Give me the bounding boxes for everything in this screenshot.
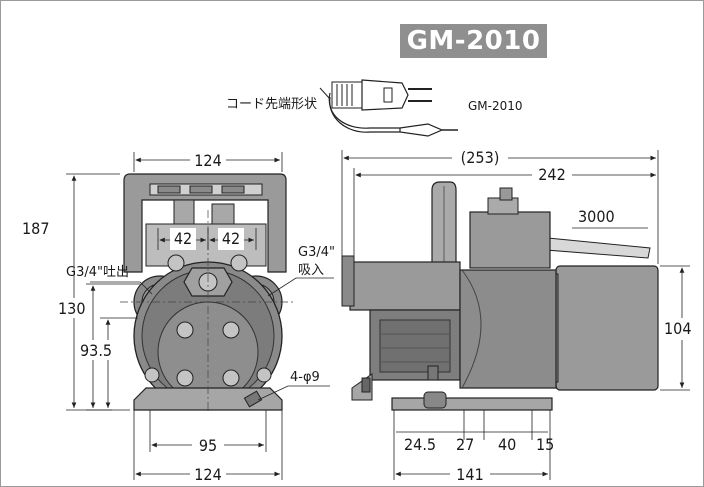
- cord-plug-illustration: [319, 79, 458, 137]
- dim-front-width-top: 124: [194, 151, 221, 170]
- dim-center-height: 93.5: [80, 341, 112, 360]
- dim-base-total: 141: [456, 465, 483, 484]
- dim-base-2: 27: [456, 435, 474, 454]
- side-view-pump: [341, 181, 659, 411]
- dim-front-width-bottom: 124: [194, 465, 221, 484]
- hole-label: 4-φ9: [290, 370, 320, 385]
- cord-model-label: GM-2010: [468, 99, 523, 113]
- dim-length-body: 242: [538, 165, 565, 184]
- dim-base-1: 24.5: [404, 435, 436, 454]
- front-view-pump: [120, 173, 296, 411]
- inlet-label-line2: 吸入: [298, 263, 324, 278]
- outlet-label: G3/4"吐出: [66, 265, 129, 280]
- dim-motor-height: 104: [664, 319, 691, 338]
- dim-port-height: 130: [58, 299, 85, 318]
- model-badge: GM-2010: [400, 24, 547, 58]
- dim-base-4: 15: [536, 435, 554, 454]
- dim-base-holes: 95: [199, 436, 217, 455]
- dim-cord-length: 3000: [578, 207, 615, 226]
- dim-base-3: 40: [498, 435, 516, 454]
- inlet-label-line1: G3/4": [298, 245, 335, 260]
- dim-length-overall: (253): [461, 148, 500, 167]
- dim-front-height-total: 187: [22, 219, 49, 238]
- dim-port-spacing-right: 42: [222, 229, 240, 248]
- dim-port-spacing-left: 42: [174, 229, 192, 248]
- cord-tip-label: コード先端形状: [226, 97, 317, 112]
